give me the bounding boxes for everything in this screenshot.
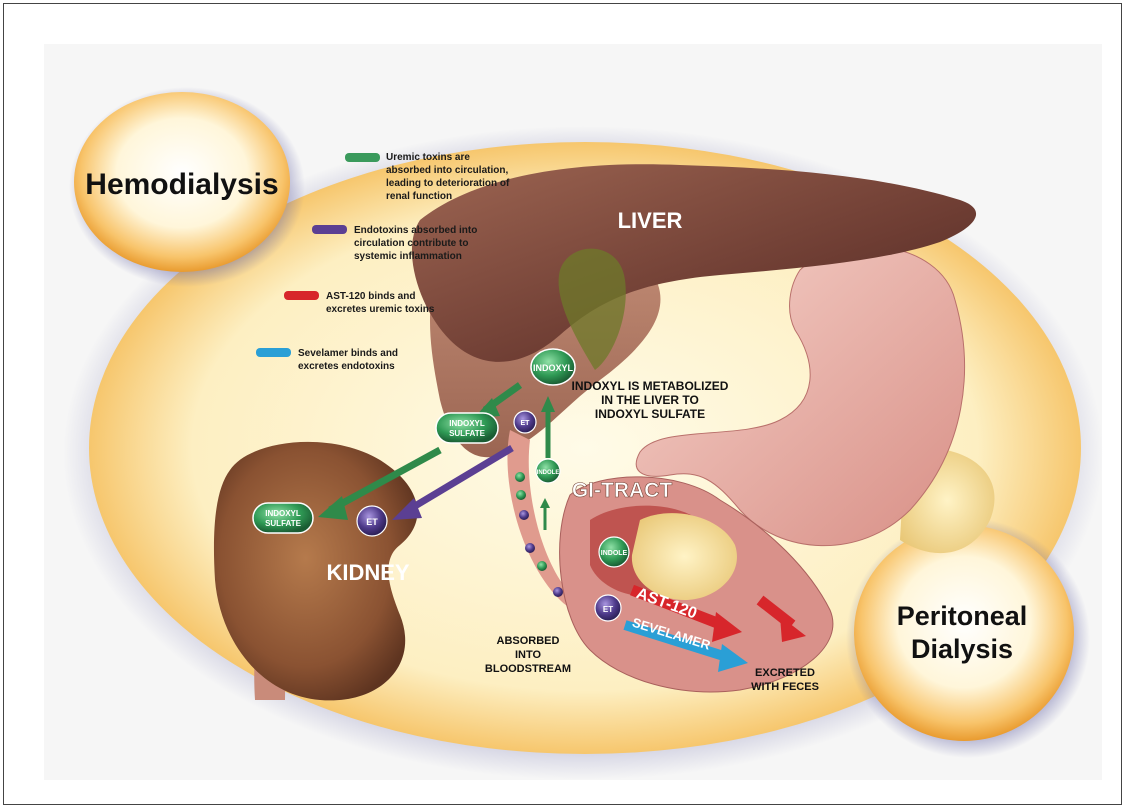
indole-gut-label: INDOLE bbox=[601, 550, 628, 557]
legend-endotoxin-line2: circulation contribute to bbox=[354, 238, 468, 249]
legend-endotoxin-line3: systemic inflammation bbox=[354, 251, 462, 262]
absorbed-line1: ABSORBED bbox=[497, 635, 560, 647]
metabolized-line3: INDOXYL SULFATE bbox=[595, 407, 705, 421]
legend-ast120-line2: excretes uremic toxins bbox=[326, 304, 435, 315]
indole-molecule-gut: INDOLE bbox=[599, 537, 629, 567]
bead-green-1 bbox=[515, 472, 525, 482]
et-molecule-gut: ET bbox=[595, 595, 621, 621]
excreted-line2: WITH FECES bbox=[751, 681, 819, 693]
legend-endotoxin-line1: Endotoxins absorbed into bbox=[354, 225, 477, 236]
bead-purple-2 bbox=[525, 543, 535, 553]
bead-green-2 bbox=[516, 490, 526, 500]
legend-ast120-line1: AST-120 binds and bbox=[326, 291, 415, 302]
peritoneal-bubble bbox=[854, 525, 1074, 741]
peritoneal-label-line2: Dialysis bbox=[911, 634, 1013, 664]
bead-purple-1 bbox=[519, 510, 529, 520]
kidney-label: KIDNEY bbox=[326, 560, 409, 585]
indoxyl-sulfate-molecule-kidney: INDOXYL SULFATE bbox=[253, 503, 313, 533]
liver-label: LIVER bbox=[618, 208, 683, 233]
legend-uremic-line4: renal function bbox=[386, 191, 452, 202]
et-molecule-kidney: ET bbox=[357, 506, 387, 536]
legend-swatch-uremic bbox=[345, 153, 380, 162]
legend-sevelamer-line2: excretes endotoxins bbox=[298, 361, 395, 372]
metabolized-line2: IN THE LIVER TO bbox=[601, 393, 699, 407]
indole-liver-label: INDOLE bbox=[537, 470, 560, 476]
metabolized-line1: INDOXYL IS METABOLIZED bbox=[572, 379, 729, 393]
gi-tract-label: GI-TRACT bbox=[572, 479, 672, 502]
legend-uremic-line1: Uremic toxins are bbox=[386, 152, 470, 163]
bead-green-3 bbox=[537, 561, 547, 571]
legend-uremic-line2: absorbed into circulation, bbox=[386, 165, 508, 176]
kidney-indoxyl-sulfate-line2: SULFATE bbox=[265, 519, 302, 528]
absorbed-line3: BLOODSTREAM bbox=[485, 663, 571, 675]
et-molecule-liver: ET bbox=[514, 411, 536, 433]
indoxyl-sulfate-molecule-liver: INDOXYL SULFATE bbox=[436, 413, 498, 443]
legend-sevelamer-line1: Sevelamer binds and bbox=[298, 348, 398, 359]
indoxyl-label: INDOXYL bbox=[533, 363, 574, 373]
excreted-line1: EXCRETED bbox=[755, 667, 815, 679]
legend-swatch-endotoxin bbox=[312, 225, 347, 234]
kidney-indoxyl-sulfate-line1: INDOXYL bbox=[265, 509, 301, 518]
legend-swatch-ast120 bbox=[284, 291, 319, 300]
et-kidney-label: ET bbox=[366, 517, 378, 527]
absorbed-line2: INTO bbox=[515, 649, 542, 661]
indoxyl-sulfate-label-line2: SULFATE bbox=[449, 429, 486, 438]
indole-molecule-liver: INDOLE bbox=[536, 459, 560, 483]
et-liver-label: ET bbox=[521, 420, 531, 427]
peritoneal-label-line1: Peritoneal bbox=[897, 601, 1028, 631]
legend-uremic-line3: leading to deterioration of bbox=[386, 178, 510, 189]
indoxyl-molecule: INDOXYL bbox=[531, 349, 575, 385]
bead-purple-3 bbox=[553, 587, 563, 597]
indoxyl-sulfate-label-line1: INDOXYL bbox=[449, 419, 485, 428]
et-gut-label: ET bbox=[603, 605, 613, 614]
legend-swatch-sevelamer bbox=[256, 348, 291, 357]
hemodialysis-label: Hemodialysis bbox=[85, 168, 278, 201]
